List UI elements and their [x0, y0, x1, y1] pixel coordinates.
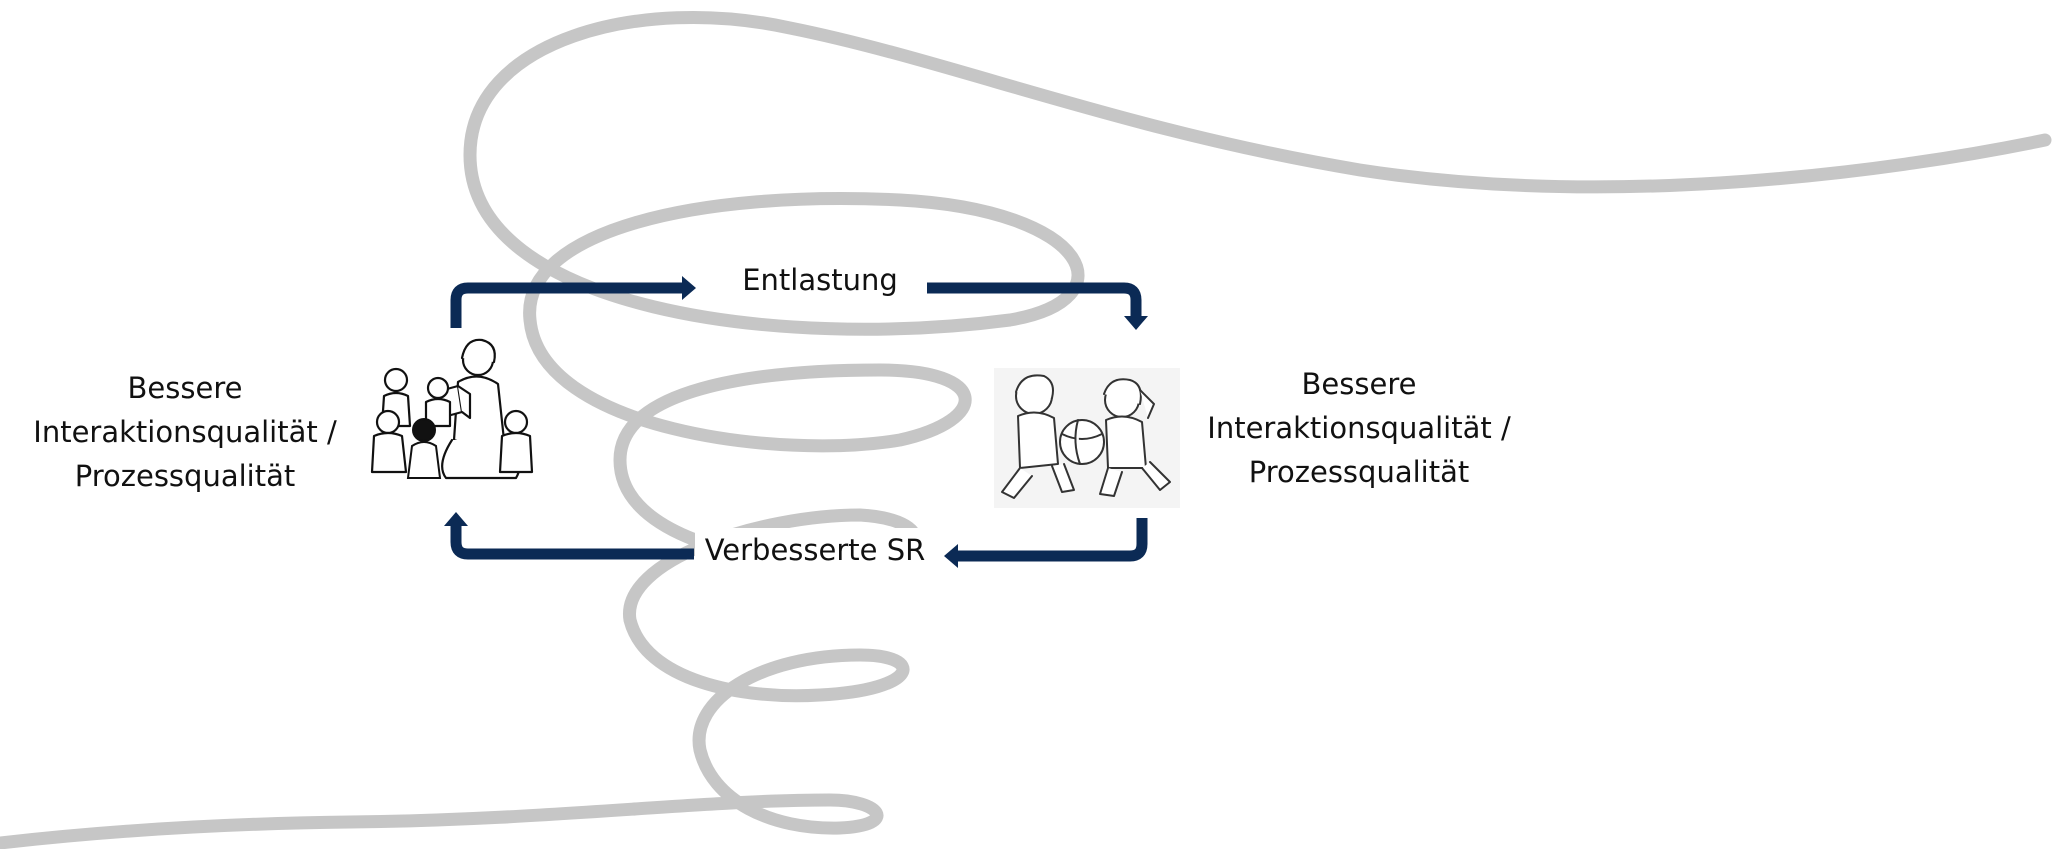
swirl-decoration: [0, 10, 2052, 849]
top-edge-label: Entlastung: [742, 263, 898, 297]
two-children-playing-ball-icon: [994, 368, 1180, 508]
right-node-label: Bessere Interaktionsqualität / Prozessqu…: [1184, 362, 1534, 494]
right-node-line2: Interaktionsqualität /: [1207, 411, 1511, 445]
left-node-label: Bessere Interaktionsqualität / Prozessqu…: [10, 366, 360, 498]
arrow-head-right: [682, 276, 696, 300]
arrow-bottom-right: [958, 518, 1148, 562]
arrow-head-up: [444, 512, 468, 526]
left-node-line1: Bessere: [127, 371, 243, 405]
arrow-top-right: [927, 282, 1142, 316]
bottom-edge-label: Verbesserte SR: [695, 528, 935, 572]
left-node-line3: Prozessqualität: [74, 459, 296, 493]
arrow-bottom-left: [450, 526, 694, 560]
right-node-line3: Prozessqualität: [1248, 455, 1470, 489]
teacher-reading-to-children-icon: [370, 338, 534, 480]
right-node-line1: Bessere: [1301, 367, 1417, 401]
arrow-head-down: [1124, 316, 1148, 330]
arrow-head-left: [944, 544, 958, 568]
arrow-top-left: [450, 282, 684, 328]
left-node-line2: Interaktionsqualität /: [33, 415, 337, 449]
